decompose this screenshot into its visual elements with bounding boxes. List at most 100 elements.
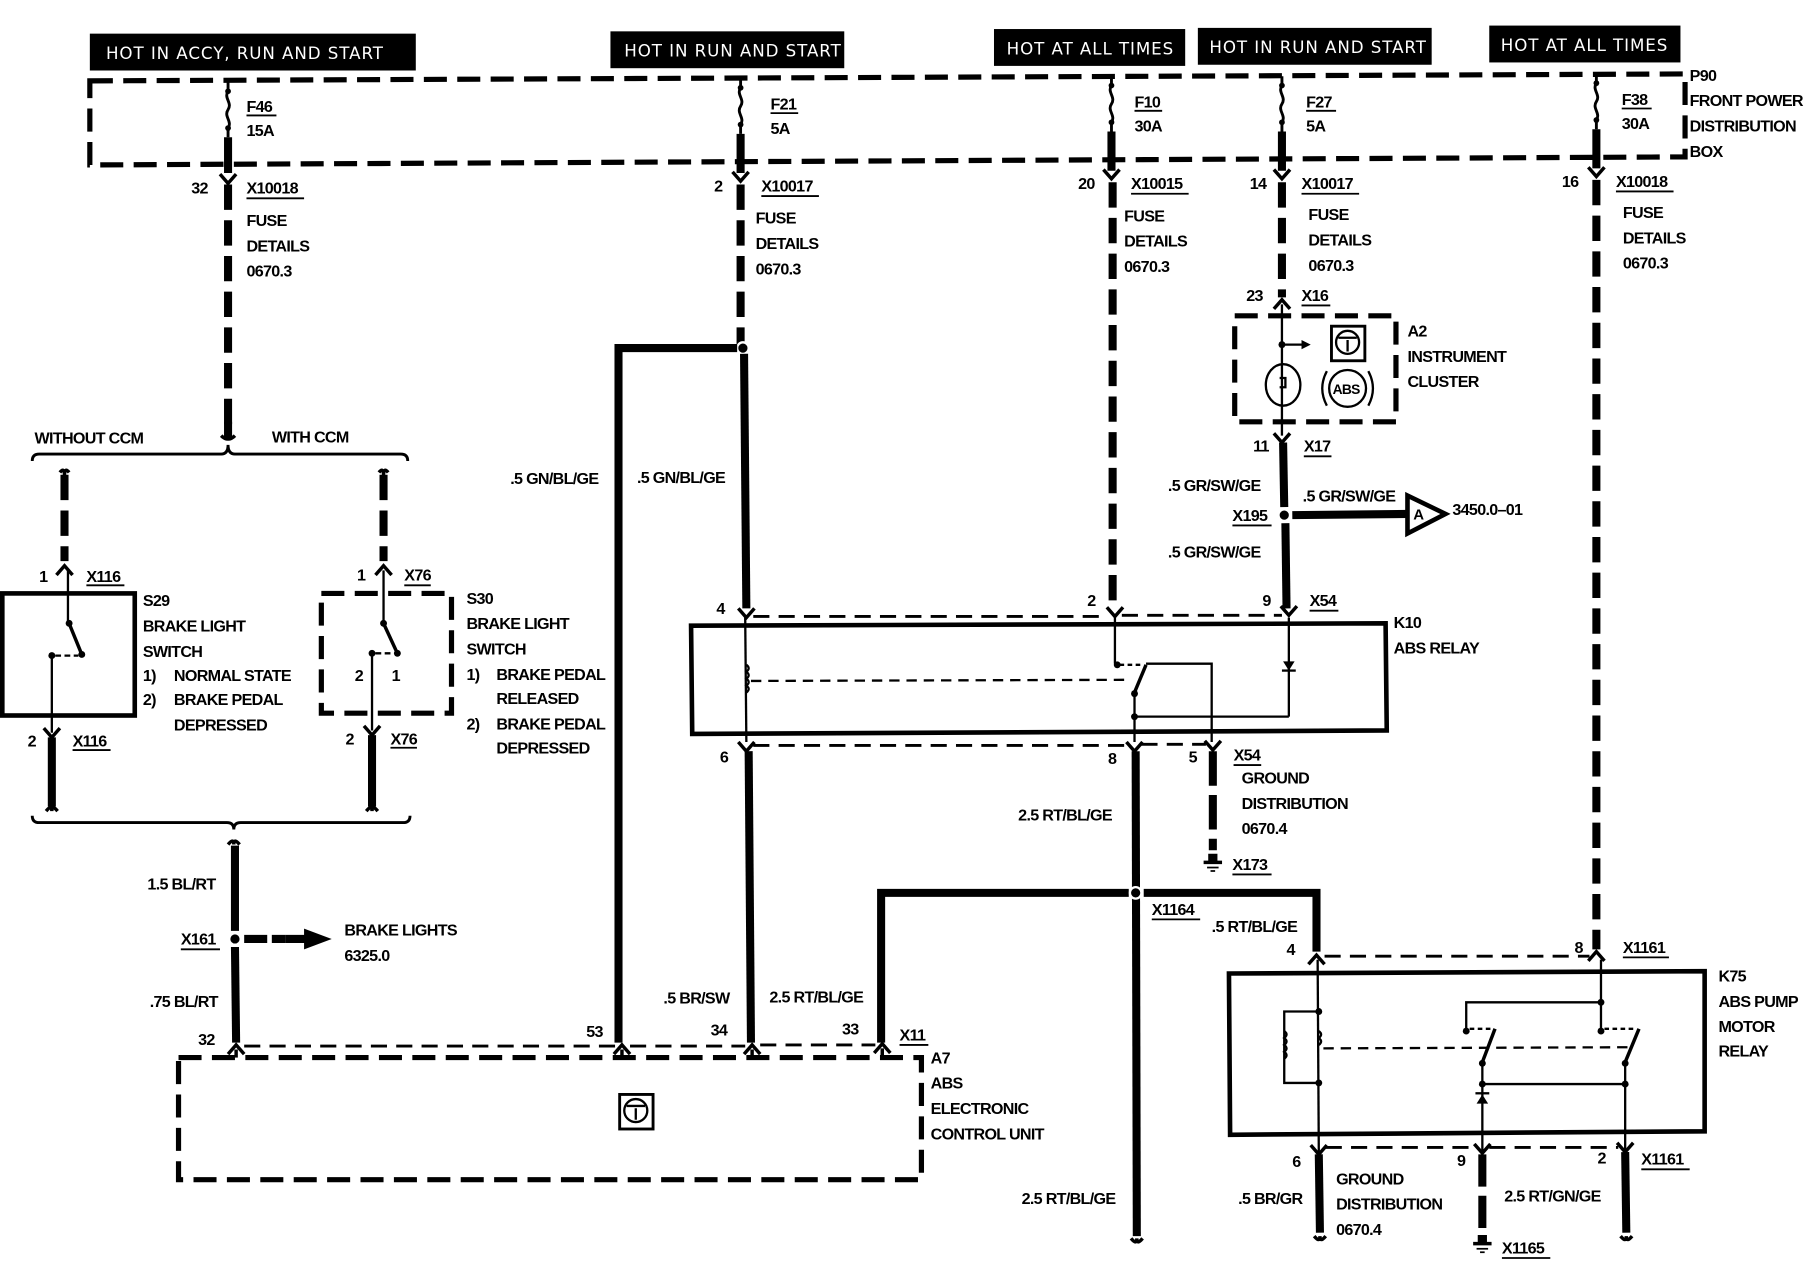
svg-text:K10: K10 (1394, 614, 1422, 632)
svg-text:X1161: X1161 (1641, 1151, 1684, 1169)
svg-text:A: A (1413, 507, 1424, 524)
svg-text:.5 GR/SW/GE: .5 GR/SW/GE (1168, 544, 1262, 562)
svg-text:9: 9 (1457, 1152, 1466, 1170)
wire-rt-bl-ge-k10 (1131, 751, 1141, 1237)
svg-text:RELEASED: RELEASED (496, 690, 578, 708)
power-state-run-start-2: HOT IN RUN AND START (1197, 27, 1432, 65)
svg-text:F38: F38 (1622, 91, 1648, 109)
ground-x1165: GROUND DISTRIBUTION 0670.4 X1165 (1336, 1154, 1551, 1259)
wire-break-f46 (219, 434, 237, 441)
svg-text:FUSE: FUSE (1124, 207, 1165, 225)
fuse-f27: F27 5A (1277, 74, 1337, 171)
svg-text:DEPRESSED: DEPRESSED (174, 716, 267, 734)
svg-text:HOT AT ALL TIMES: HOT AT ALL TIMES (1501, 35, 1669, 55)
svg-text:1): 1) (143, 667, 156, 685)
diode-icon (1283, 661, 1295, 671)
svg-text:S30: S30 (466, 590, 493, 608)
svg-text:1): 1) (466, 666, 479, 684)
svg-text:X11: X11 (900, 1026, 926, 1044)
splice-f21 (735, 341, 750, 355)
svg-text:ABS: ABS (1333, 381, 1361, 397)
svg-text:X1165: X1165 (1502, 1239, 1545, 1257)
svg-text:ABS: ABS (931, 1075, 964, 1093)
fuse-connector-x10017-a: 2 X10017 FUSE DETAILS 0670.3 (714, 170, 820, 278)
svg-text:2: 2 (1087, 592, 1096, 610)
svg-text:SWITCH: SWITCH (466, 640, 525, 658)
k10-abs-relay: 4 2 9 X54 6 8 5 K10 ABS RELAY (688, 592, 1481, 768)
s29-brake-light-switch: 1 X116 2 X116 S29 BRAKE LIGHT SWITCH 1) … (0, 468, 293, 813)
wire-label-gn-bl-ge-right: .5 GN/BL/GE (637, 469, 726, 487)
svg-text:DETAILS: DETAILS (1124, 233, 1188, 251)
switch-output-brace (30, 815, 412, 830)
svg-text:X116: X116 (73, 733, 108, 751)
svg-text:ABS RELAY: ABS RELAY (1394, 639, 1480, 657)
svg-text:1: 1 (357, 567, 366, 585)
svg-text:INSTRUMENT: INSTRUMENT (1407, 348, 1507, 366)
svg-text:X10015: X10015 (1131, 175, 1183, 193)
svg-text:34: 34 (711, 1022, 728, 1040)
x1164-splice: X1164 .5 RT/BL/GE (877, 885, 1321, 1043)
svg-text:CONTROL UNIT: CONTROL UNIT (931, 1125, 1045, 1143)
svg-text:ELECTRONIC: ELECTRONIC (931, 1100, 1030, 1118)
svg-text:X76: X76 (390, 730, 417, 748)
wire-br-gr-break (1312, 1234, 1328, 1242)
svg-text:X54: X54 (1234, 746, 1261, 764)
k75-abs-pump-motor-relay: 4 8 X1161 6 9 (1226, 939, 1800, 1171)
svg-text:X116: X116 (86, 568, 121, 586)
ccm-option-brace: WITHOUT CCM WITH CCM (30, 429, 410, 462)
abs-lamp-icon (1328, 368, 1368, 408)
svg-text:X17: X17 (1304, 438, 1331, 456)
svg-text:0670.4: 0670.4 (1336, 1221, 1382, 1239)
power-state-accy-run-start: HOT IN ACCY, RUN AND START (89, 33, 416, 71)
svg-text:FRONT POWER: FRONT POWER (1690, 92, 1804, 110)
svg-text:A7: A7 (931, 1049, 951, 1067)
svg-text:DISTRIBUTION: DISTRIBUTION (1336, 1196, 1442, 1214)
svg-text:23: 23 (1246, 287, 1263, 305)
svg-text:X1161: X1161 (1623, 939, 1666, 957)
power-state-all-times-1: HOT AT ALL TIMES (993, 29, 1186, 66)
svg-text:16: 16 (1562, 173, 1579, 191)
svg-text:30A: 30A (1622, 115, 1651, 133)
svg-text:F10: F10 (1135, 93, 1161, 111)
svg-text:DETAILS: DETAILS (1623, 229, 1687, 247)
fuse-connector-x10017-b: 14 X10017 FUSE DETAILS 0670.3 (1250, 167, 1373, 275)
a2-instrument-cluster: 23 X16 ABS 11 X17 A2 INSTRUMENT CLUSTER (1232, 287, 1508, 458)
wire-gn-bl-ge-right (740, 353, 751, 609)
svg-text:53: 53 (586, 1023, 603, 1041)
diode-icon (1476, 1094, 1489, 1104)
svg-text:11: 11 (1253, 438, 1269, 456)
abs-warning-icon (1330, 324, 1367, 363)
wire-rt-gn-ge (1621, 1151, 1631, 1233)
svg-text:BRAKE LIGHTS: BRAKE LIGHTS (344, 921, 457, 939)
brake-lights-feed: 1.5 BL/RT X161 .75 BL/RT BRAKE LIGHTS 63… (147, 839, 459, 1043)
svg-text:DEPRESSED: DEPRESSED (496, 740, 589, 758)
svg-text:6: 6 (720, 749, 729, 767)
svg-text:1.5 BL/RT: 1.5 BL/RT (147, 875, 216, 893)
svg-text:HOT IN RUN AND START: HOT IN RUN AND START (1209, 37, 1426, 57)
fuse-f46: F46 15A (223, 80, 277, 174)
svg-text:0670.3: 0670.3 (246, 263, 292, 281)
fuse-f21: F21 5A (736, 77, 799, 174)
fuse-connector-x10015: 20 X10015 FUSE DETAILS 0670.3 (1078, 167, 1189, 276)
svg-text:WITHOUT CCM: WITHOUT CCM (35, 430, 144, 448)
fuse-f10: F10 30A (1107, 74, 1164, 171)
svg-text:X10018: X10018 (1616, 173, 1668, 191)
svg-text:5A: 5A (771, 120, 791, 138)
svg-text:BOX: BOX (1690, 143, 1724, 161)
svg-text:ABS PUMP: ABS PUMP (1718, 993, 1798, 1011)
svg-text:0670.4: 0670.4 (1242, 820, 1288, 838)
svg-text:6: 6 (1292, 1153, 1301, 1171)
svg-text:DISTRIBUTION: DISTRIBUTION (1690, 118, 1796, 136)
svg-text:X10018: X10018 (246, 180, 298, 198)
svg-text:DISTRIBUTION: DISTRIBUTION (1242, 795, 1348, 813)
fuse-connector-x10018-b: 16 X10018 FUSE DETAILS 0670.3 (1562, 165, 1687, 273)
fuse-connector-x10018-a: 32 X10018 FUSE DETAILS 0670.3 (191, 172, 311, 281)
svg-text:SWITCH: SWITCH (143, 643, 202, 661)
x195-splice: A 3450.0–01 .5 GR/SW/GE X195 .5 GR/SW/GE… (1168, 442, 1524, 609)
svg-text:2: 2 (28, 733, 37, 751)
svg-text:2: 2 (1598, 1150, 1607, 1168)
svg-text:BRAKE PEDAL: BRAKE PEDAL (174, 691, 284, 709)
fuse-f38: F38 30A (1592, 72, 1652, 169)
power-state-all-times-2: HOT AT ALL TIMES (1489, 25, 1681, 63)
